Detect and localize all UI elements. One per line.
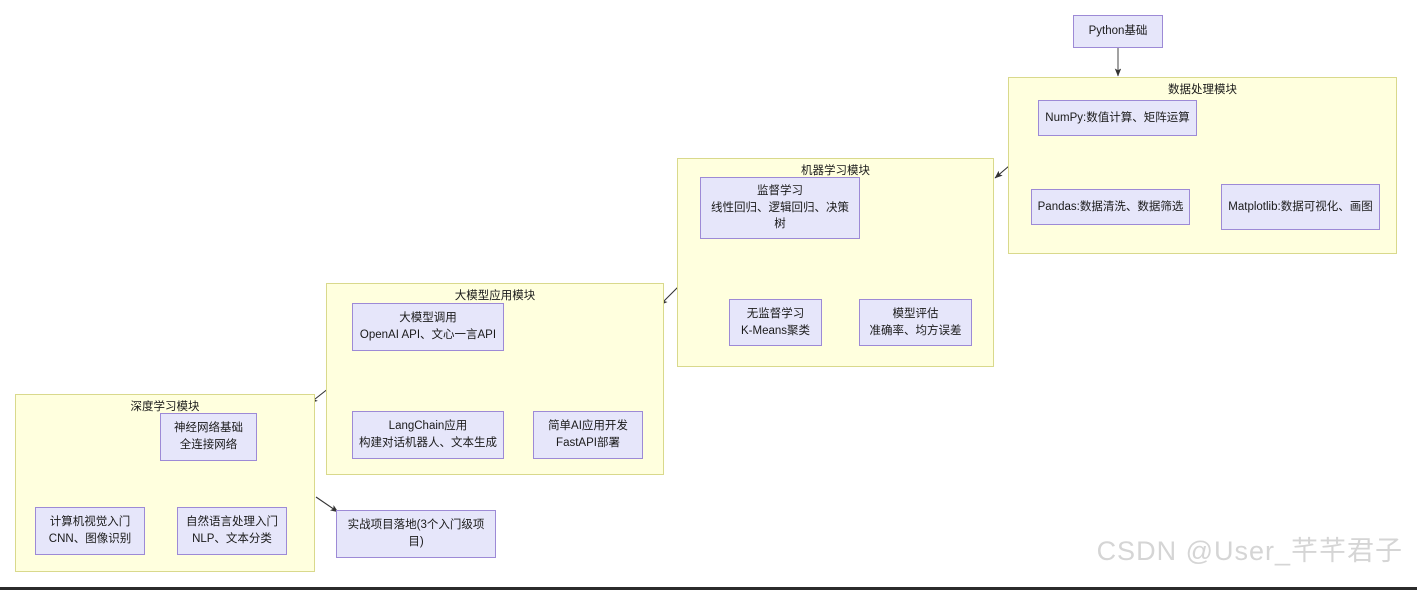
node-llm-call[interactable]: 大模型调用 OpenAI API、文心一言API — [352, 303, 504, 351]
node-label-line1: Matplotlib:数据可视化、画图 — [1228, 200, 1373, 213]
node-label-line2: 全连接网络 — [179, 439, 238, 451]
node-label-line1: 大模型调用 — [399, 312, 457, 325]
node-label-line1: 简单AI应用开发 — [548, 420, 628, 433]
node-nlp-intro[interactable]: 自然语言处理入门 NLP、文本分类 — [177, 507, 287, 555]
node-langchain[interactable]: LangChain应用 构建对话机器人、文本生成 — [352, 411, 504, 459]
module-title-machine-learning: 机器学习模块 — [801, 165, 870, 177]
node-label-line2: FastAPI部署 — [556, 437, 620, 449]
node-label-line2: K-Means聚类 — [740, 324, 811, 337]
node-practical-projects[interactable]: 实战项目落地(3个入门级项目) — [336, 510, 496, 558]
node-label-line1: 模型评估 — [892, 307, 939, 320]
node-label-line1: NumPy:数值计算、矩阵运算 — [1045, 111, 1190, 124]
node-matplotlib[interactable]: Matplotlib:数据可视化、画图 — [1221, 184, 1380, 230]
node-label: Python基础 — [1088, 25, 1148, 38]
edge-dl-to-project — [315, 496, 339, 513]
node-numpy[interactable]: NumPy:数值计算、矩阵运算 — [1038, 100, 1197, 136]
node-label-line2: OpenAI API、文心一言API — [359, 329, 497, 341]
node-nn-basics[interactable]: 神经网络基础 全连接网络 — [160, 413, 257, 461]
node-label-line1: Pandas:数据清洗、数据筛选 — [1037, 200, 1184, 213]
node-label-line2: 线性回归、逻辑回归、决策树 — [711, 201, 849, 231]
node-label-line2: CNN、图像识别 — [48, 533, 132, 545]
node-label-line1: 神经网络基础 — [174, 422, 243, 435]
bottom-divider — [0, 587, 1417, 590]
node-label-line1: 自然语言处理入门 — [186, 516, 278, 529]
node-python-basics[interactable]: Python基础 — [1073, 15, 1163, 48]
node-cv-intro[interactable]: 计算机视觉入门 CNN、图像识别 — [35, 507, 145, 555]
node-label-line2: NLP、文本分类 — [192, 533, 272, 545]
node-unsupervised-learning[interactable]: 无监督学习 K-Means聚类 — [729, 299, 822, 346]
node-pandas[interactable]: Pandas:数据清洗、数据筛选 — [1031, 189, 1190, 225]
module-title-data-processing: 数据处理模块 — [1168, 84, 1237, 96]
node-label-line2: 构建对话机器人、文本生成 — [359, 437, 497, 449]
module-title-deep-learning: 深度学习模块 — [130, 401, 200, 413]
node-simple-ai-app[interactable]: 简单AI应用开发 FastAPI部署 — [533, 411, 643, 459]
node-label-line2: 准确率、均方误差 — [869, 324, 962, 337]
node-label-line1: LangChain应用 — [388, 420, 468, 433]
node-label: 实战项目落地(3个入门级项目) — [347, 519, 485, 548]
node-supervised-learning[interactable]: 监督学习 线性回归、逻辑回归、决策树 — [700, 177, 860, 239]
node-model-evaluation[interactable]: 模型评估 准确率、均方误差 — [859, 299, 972, 346]
csdn-watermark: CSDN @User_芊芊君子 — [1096, 536, 1403, 566]
node-label-line1: 无监督学习 — [746, 307, 805, 320]
module-title-llm-application: 大模型应用模块 — [454, 290, 536, 302]
node-label-line1: 计算机视觉入门 — [49, 516, 131, 529]
node-label-line1: 监督学习 — [757, 184, 803, 197]
